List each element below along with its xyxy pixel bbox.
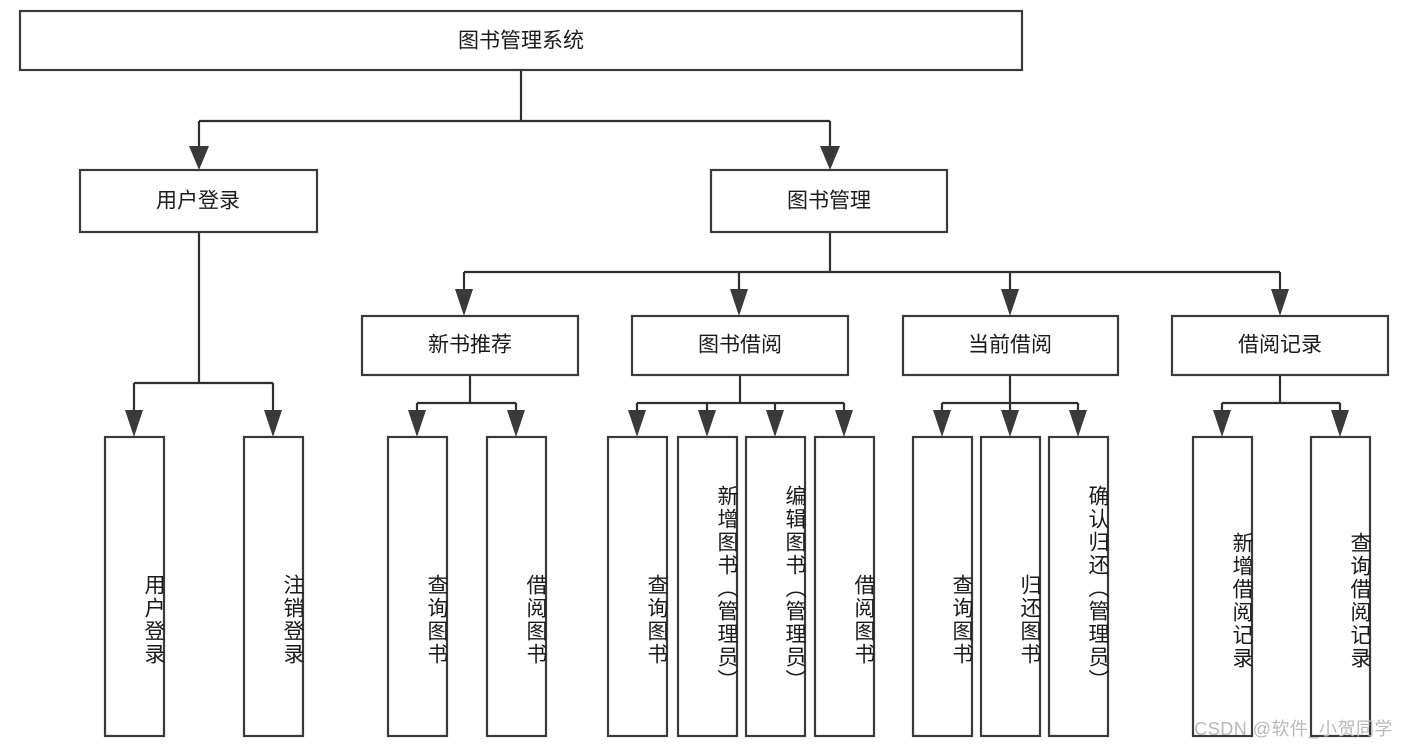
arrow-head-icon — [1001, 410, 1019, 437]
node-current-borrow-box[interactable] — [901, 314, 1120, 377]
node-borrow-record-label: 借阅记录 — [1238, 334, 1322, 357]
leaf-box-book-borrow-2[interactable] — [744, 435, 807, 738]
node-book-management-box[interactable] — [709, 168, 949, 234]
node-current-borrow[interactable]: 当前借阅 — [901, 314, 1120, 377]
leaf-box-user-login-1[interactable] — [242, 435, 305, 738]
arrow-head-icon — [264, 410, 282, 437]
node-root-book-management-system[interactable]: 图书管理系统 — [18, 9, 1024, 72]
arrow-head-icon — [933, 410, 951, 437]
leaf-box-current-borrow-2[interactable] — [1047, 435, 1110, 738]
leaf-box-book-borrow-0[interactable] — [606, 435, 669, 738]
node-new-book-recommend-box[interactable] — [360, 314, 580, 377]
arrow-head-icon — [1001, 289, 1019, 316]
node-root-box[interactable] — [18, 9, 1024, 72]
arrow-head-icon — [189, 146, 209, 170]
arrow-head-icon — [1331, 410, 1349, 437]
connector-group-root — [189, 70, 840, 170]
arrow-head-icon — [820, 146, 840, 170]
leaf-box-current-borrow-1[interactable] — [979, 435, 1042, 738]
leaf-box-new-book-0[interactable] — [386, 435, 449, 738]
connector-group-new-book — [408, 375, 525, 437]
arrow-head-icon — [408, 410, 426, 437]
arrow-head-icon — [730, 289, 748, 316]
arrow-head-icon — [1271, 289, 1289, 316]
node-user-login-label: 用户登录 — [156, 190, 240, 213]
node-new-book-recommend-label: 新书推荐 — [428, 334, 512, 357]
leaf-box-book-borrow-3[interactable] — [813, 435, 876, 738]
node-borrow-record[interactable]: 借阅记录 — [1170, 314, 1390, 377]
node-new-book-recommend[interactable]: 新书推荐 — [360, 314, 580, 377]
leaf-box-current-borrow-0[interactable] — [911, 435, 974, 738]
leaf-box-borrow-record-1[interactable] — [1309, 435, 1372, 738]
node-book-management[interactable]: 图书管理 — [709, 168, 949, 234]
arrow-head-icon — [835, 410, 853, 437]
arrow-head-icon — [766, 410, 784, 437]
arrow-head-icon — [698, 410, 716, 437]
node-root-label: 图书管理系统 — [458, 30, 584, 53]
connector-group-borrow-record — [1213, 375, 1349, 437]
arrow-head-icon — [1069, 410, 1087, 437]
arrow-head-icon — [125, 410, 143, 437]
node-borrow-record-box[interactable] — [1170, 314, 1390, 377]
connector-group-book-manage — [455, 232, 1289, 316]
connector-group-book-borrow — [628, 375, 853, 437]
node-book-management-label: 图书管理 — [787, 190, 871, 213]
node-book-borrow[interactable]: 图书借阅 — [630, 314, 850, 377]
node-book-borrow-label: 图书借阅 — [698, 334, 782, 357]
arrow-head-icon — [628, 410, 646, 437]
arrow-head-icon — [1213, 410, 1231, 437]
node-current-borrow-label: 当前借阅 — [968, 334, 1052, 357]
connector-group-current-borrow — [933, 375, 1087, 437]
node-user-login-box[interactable] — [78, 168, 319, 234]
leaf-box-user-login-0[interactable] — [103, 435, 166, 738]
node-user-login[interactable]: 用户登录 — [78, 168, 319, 234]
node-book-borrow-box[interactable] — [630, 314, 850, 377]
watermark-text: CSDN @软件_小贺同学 — [1194, 719, 1393, 739]
leaf-box-borrow-record-0[interactable] — [1191, 435, 1254, 738]
leaf-box-book-borrow-1[interactable] — [676, 435, 739, 738]
arrow-head-icon — [455, 289, 473, 316]
leaf-box-new-book-1[interactable] — [485, 435, 548, 738]
connector-group-user-login — [125, 232, 282, 437]
arrow-head-icon — [507, 410, 525, 437]
